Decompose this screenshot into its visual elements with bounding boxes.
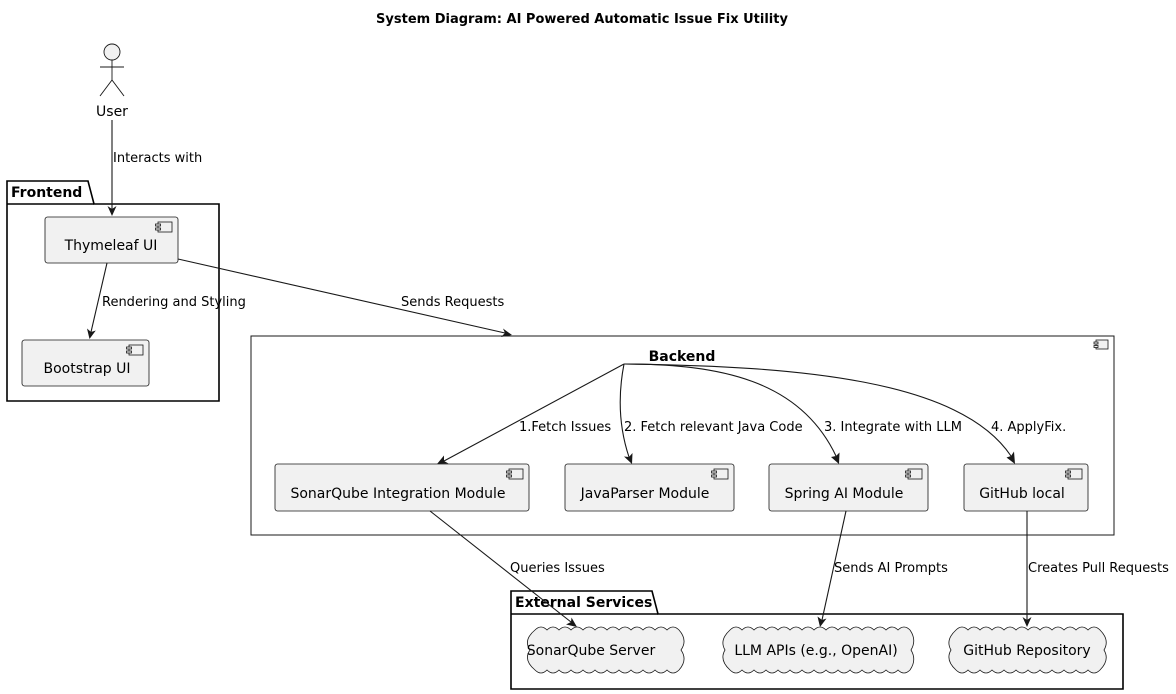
llm-apis-label: LLM APIs (e.g., OpenAI) bbox=[734, 643, 897, 659]
edge-apply-fix: 4. ApplyFix. bbox=[623, 363, 1066, 464]
sonarqube-server-label: SonarQube Server bbox=[527, 643, 656, 659]
edge-github-to-repo: Creates Pull Requests bbox=[1022, 511, 1169, 627]
edge-label-interacts: Interacts with bbox=[113, 151, 202, 166]
component-icon bbox=[155, 221, 173, 233]
edge-label-rendering: Rendering and Styling bbox=[102, 295, 246, 310]
edge-springai-to-llm: Sends AI Prompts bbox=[817, 510, 948, 627]
edge-thymeleaf-to-backend: Sends Requests bbox=[177, 258, 512, 337]
component-icon bbox=[711, 468, 729, 480]
edge-thymeleaf-to-bootstrap: Rendering and Styling bbox=[87, 262, 246, 339]
sonarqube-module-label: SonarQube Integration Module bbox=[290, 486, 505, 502]
edge-label-fetch-issues: 1.Fetch Issues bbox=[519, 420, 611, 435]
edge-label-sends-prompts: Sends AI Prompts bbox=[834, 561, 948, 576]
sonarqube-server-cloud[interactable]: SonarQube Server bbox=[527, 626, 685, 674]
component-icon bbox=[126, 344, 144, 356]
javaparser-module-label: JavaParser Module bbox=[580, 486, 710, 502]
user-actor[interactable]: User bbox=[96, 43, 128, 120]
edge-label-fetch-code: 2. Fetch relevant Java Code bbox=[624, 420, 803, 435]
edge-label-apply-fix: 4. ApplyFix. bbox=[991, 420, 1066, 435]
user-label: User bbox=[96, 104, 128, 120]
github-repository-label: GitHub Repository bbox=[963, 643, 1090, 659]
bootstrap-ui-label: Bootstrap UI bbox=[43, 361, 130, 377]
edge-user-to-thymeleaf: Interacts with bbox=[107, 120, 202, 216]
sonarqube-integration-module[interactable]: SonarQube Integration Module bbox=[274, 463, 530, 512]
spring-ai-module[interactable]: Spring AI Module bbox=[768, 463, 929, 512]
thymeleaf-ui-component[interactable]: Thymeleaf UI bbox=[44, 216, 179, 264]
backend-label: Backend bbox=[649, 349, 716, 365]
github-local-label: GitHub local bbox=[979, 486, 1065, 502]
component-icon bbox=[1093, 339, 1109, 350]
edge-fetch-code: 2. Fetch relevant Java Code bbox=[619, 363, 803, 464]
diagram-title: System Diagram: AI Powered Automatic Iss… bbox=[376, 12, 788, 27]
javaparser-module[interactable]: JavaParser Module bbox=[564, 463, 735, 512]
external-services-label: External Services bbox=[515, 595, 652, 611]
edge-label-queries-issues: Queries Issues bbox=[510, 561, 605, 576]
bootstrap-ui-component[interactable]: Bootstrap UI bbox=[21, 339, 150, 387]
github-repository-cloud[interactable]: GitHub Repository bbox=[948, 626, 1107, 674]
frontend-label: Frontend bbox=[11, 185, 82, 201]
component-icon bbox=[1065, 468, 1083, 480]
github-local-module[interactable]: GitHub local bbox=[963, 463, 1089, 512]
component-icon bbox=[506, 468, 524, 480]
spring-ai-module-label: Spring AI Module bbox=[785, 486, 904, 502]
edge-fetch-issues: 1.Fetch Issues bbox=[437, 363, 625, 464]
edge-label-creates-prs: Creates Pull Requests bbox=[1028, 561, 1169, 576]
edge-label-integrate-llm: 3. Integrate with LLM bbox=[824, 420, 962, 435]
component-icon bbox=[905, 468, 923, 480]
llm-apis-cloud[interactable]: LLM APIs (e.g., OpenAI) bbox=[722, 626, 915, 674]
thymeleaf-ui-label: Thymeleaf UI bbox=[64, 238, 158, 254]
edge-label-sends-requests: Sends Requests bbox=[401, 295, 504, 310]
edge-sonar-to-server: Queries Issues bbox=[429, 510, 605, 627]
